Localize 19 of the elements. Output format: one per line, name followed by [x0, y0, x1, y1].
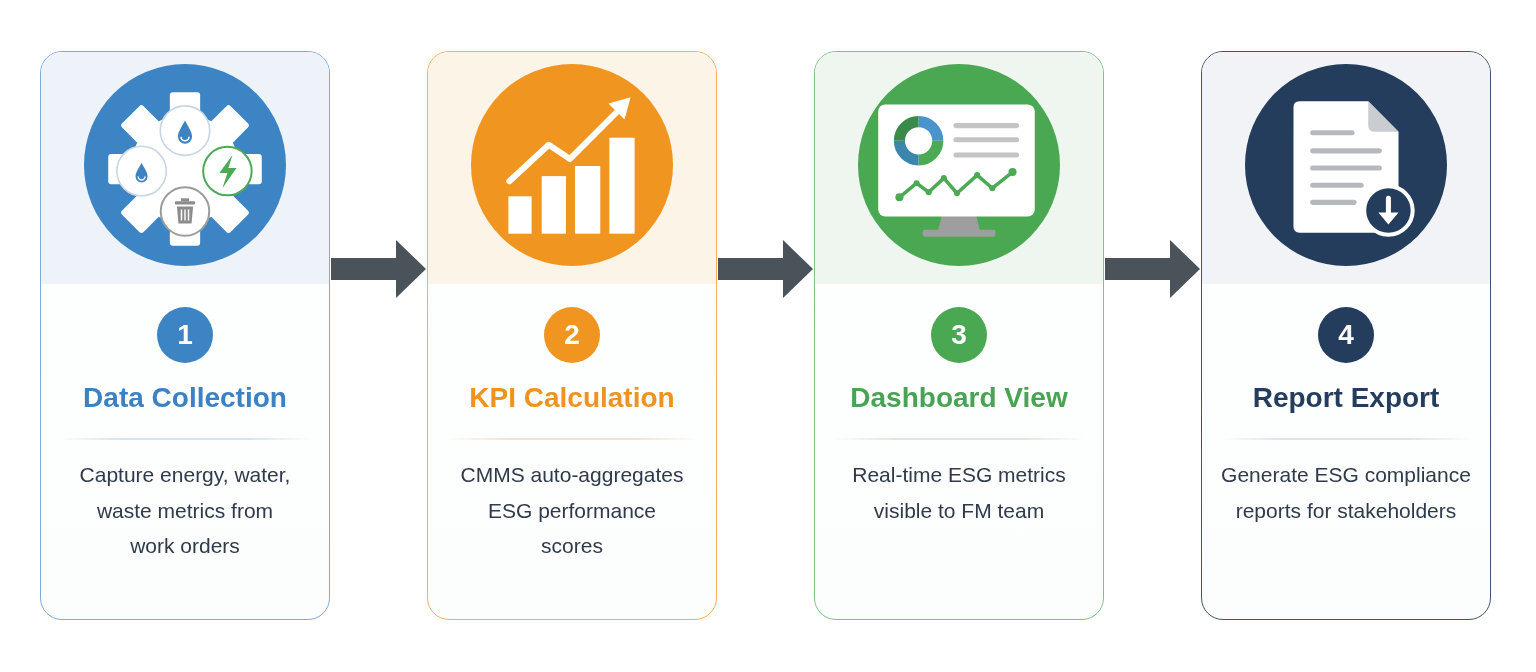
- step-card: [427, 51, 717, 620]
- step-card: [1201, 51, 1491, 620]
- step-description: Generate ESG compliance reports for stakeholders: [1220, 462, 1472, 524]
- step-number: 1: [157, 307, 213, 363]
- step-title: KPI Calculation: [469, 381, 675, 415]
- step-description: Capture energy, water, waste metrics from work orders: [78, 462, 292, 559]
- arrow: [718, 240, 813, 298]
- step-description: Real-time ESG metrics visible to FM team: [851, 462, 1067, 524]
- step-number: 2: [544, 307, 600, 363]
- step-title: Data Collection: [83, 381, 287, 415]
- step-description: CMMS auto-aggregates ESG performance scores: [459, 462, 685, 559]
- arrow: [1105, 240, 1200, 298]
- step-title: Report Export: [1252, 381, 1440, 415]
- step-title: Dashboard View: [850, 381, 1068, 415]
- step-number: 4: [1318, 307, 1374, 363]
- step-card: [40, 51, 330, 620]
- step-card: [814, 51, 1104, 620]
- step-number: 3: [931, 307, 987, 363]
- arrow: [331, 240, 426, 298]
